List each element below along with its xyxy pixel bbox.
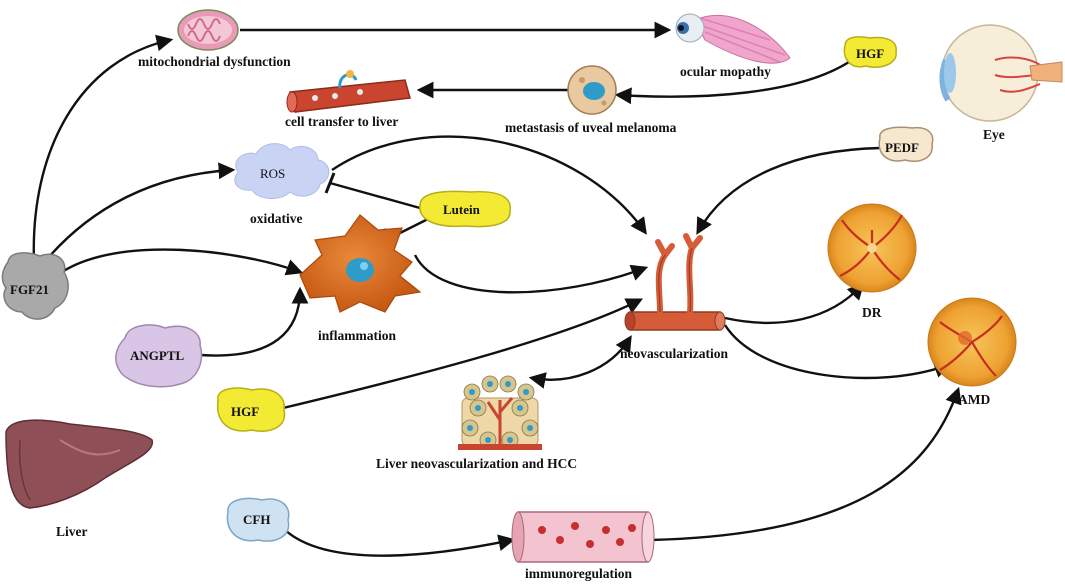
label-celltransfer: cell transfer to liver bbox=[285, 114, 398, 129]
arrow-neovasc-to-amd bbox=[723, 324, 952, 380]
arrow-neovasc-to-dr bbox=[724, 282, 865, 324]
arrow-fgf21-to-mito bbox=[32, 34, 174, 263]
label-pedf: PEDF bbox=[885, 140, 919, 155]
arrow-cfh-to-immuno bbox=[284, 529, 516, 557]
eye-muscle-icon bbox=[675, 13, 791, 64]
arrow-fgf21-to-inflammation bbox=[61, 248, 304, 276]
label-cfh: CFH bbox=[243, 512, 270, 527]
retina-dr-icon bbox=[827, 203, 917, 293]
arrow-angptl-to-inflammation bbox=[199, 286, 309, 357]
label-liver: Liver bbox=[56, 524, 88, 539]
blood-tube-icon bbox=[511, 511, 655, 563]
hcc-tumor-icon bbox=[458, 375, 542, 450]
label-oxidative: oxidative bbox=[250, 211, 303, 226]
arrow-hgf-to-neovasc bbox=[282, 298, 644, 410]
arrow-inflammation-to-neovasc bbox=[413, 254, 649, 294]
label-amd: AMD bbox=[958, 392, 990, 407]
arrow-ros-to-neovasc bbox=[331, 135, 647, 235]
label-lutein: Lutein bbox=[443, 202, 481, 217]
neovascular-vessel-icon bbox=[624, 233, 726, 331]
pedf-icon bbox=[878, 126, 934, 162]
label-immuno: immunoregulation bbox=[525, 566, 633, 581]
cfh-icon bbox=[226, 497, 290, 542]
label-neovasc: neovascularization bbox=[620, 346, 728, 361]
arrow-fgf21-to-ros bbox=[47, 162, 236, 259]
angptl-icon bbox=[115, 324, 203, 388]
lutein-icon bbox=[419, 190, 511, 228]
retina-amd-icon bbox=[927, 297, 1017, 387]
label-dr: DR bbox=[862, 305, 882, 320]
eye-icon bbox=[939, 24, 1063, 122]
label-mito: mitochondrial dysfunction bbox=[138, 54, 291, 69]
label-hcc: Liver neovascularization and HCC bbox=[376, 456, 577, 471]
hgf-bottom-icon bbox=[216, 387, 286, 432]
label-fgf21: FGF21 bbox=[10, 282, 49, 297]
inhibit-lutein-to-ros bbox=[329, 181, 421, 210]
arrow-hgf-to-melanoma bbox=[614, 59, 853, 105]
inhibit-bar-ros bbox=[324, 172, 336, 194]
liver-icon bbox=[5, 419, 154, 509]
arrows bbox=[32, 21, 962, 557]
label-hgf-top: HGF bbox=[856, 46, 884, 61]
label-ocular: ocular mopathy bbox=[680, 64, 771, 79]
blood-vessel-icon bbox=[286, 70, 411, 113]
label-inflammation: inflammation bbox=[318, 328, 396, 343]
melanoma-cell-icon bbox=[567, 65, 617, 115]
arrow-neovasc-to-hcc bbox=[528, 335, 632, 389]
arrow-pedf-to-neovasc bbox=[696, 146, 881, 235]
labels: mitochondrial dysfunction ocular mopathy… bbox=[10, 46, 1005, 581]
label-hgf-bottom: HGF bbox=[231, 404, 259, 419]
arrow-immuno-to-amd bbox=[649, 386, 962, 542]
label-angptl: ANGPTL bbox=[130, 348, 185, 363]
label-eye: Eye bbox=[983, 127, 1005, 142]
hgf-top-icon bbox=[843, 36, 897, 68]
label-metastasis: metastasis of uveal melanoma bbox=[505, 120, 677, 135]
mitochondrion-icon bbox=[177, 9, 239, 51]
ros-cloud-icon bbox=[234, 143, 330, 199]
inflammation-cell-icon bbox=[299, 214, 422, 313]
fgf21-icon bbox=[1, 252, 69, 320]
label-ros: ROS bbox=[260, 166, 285, 181]
